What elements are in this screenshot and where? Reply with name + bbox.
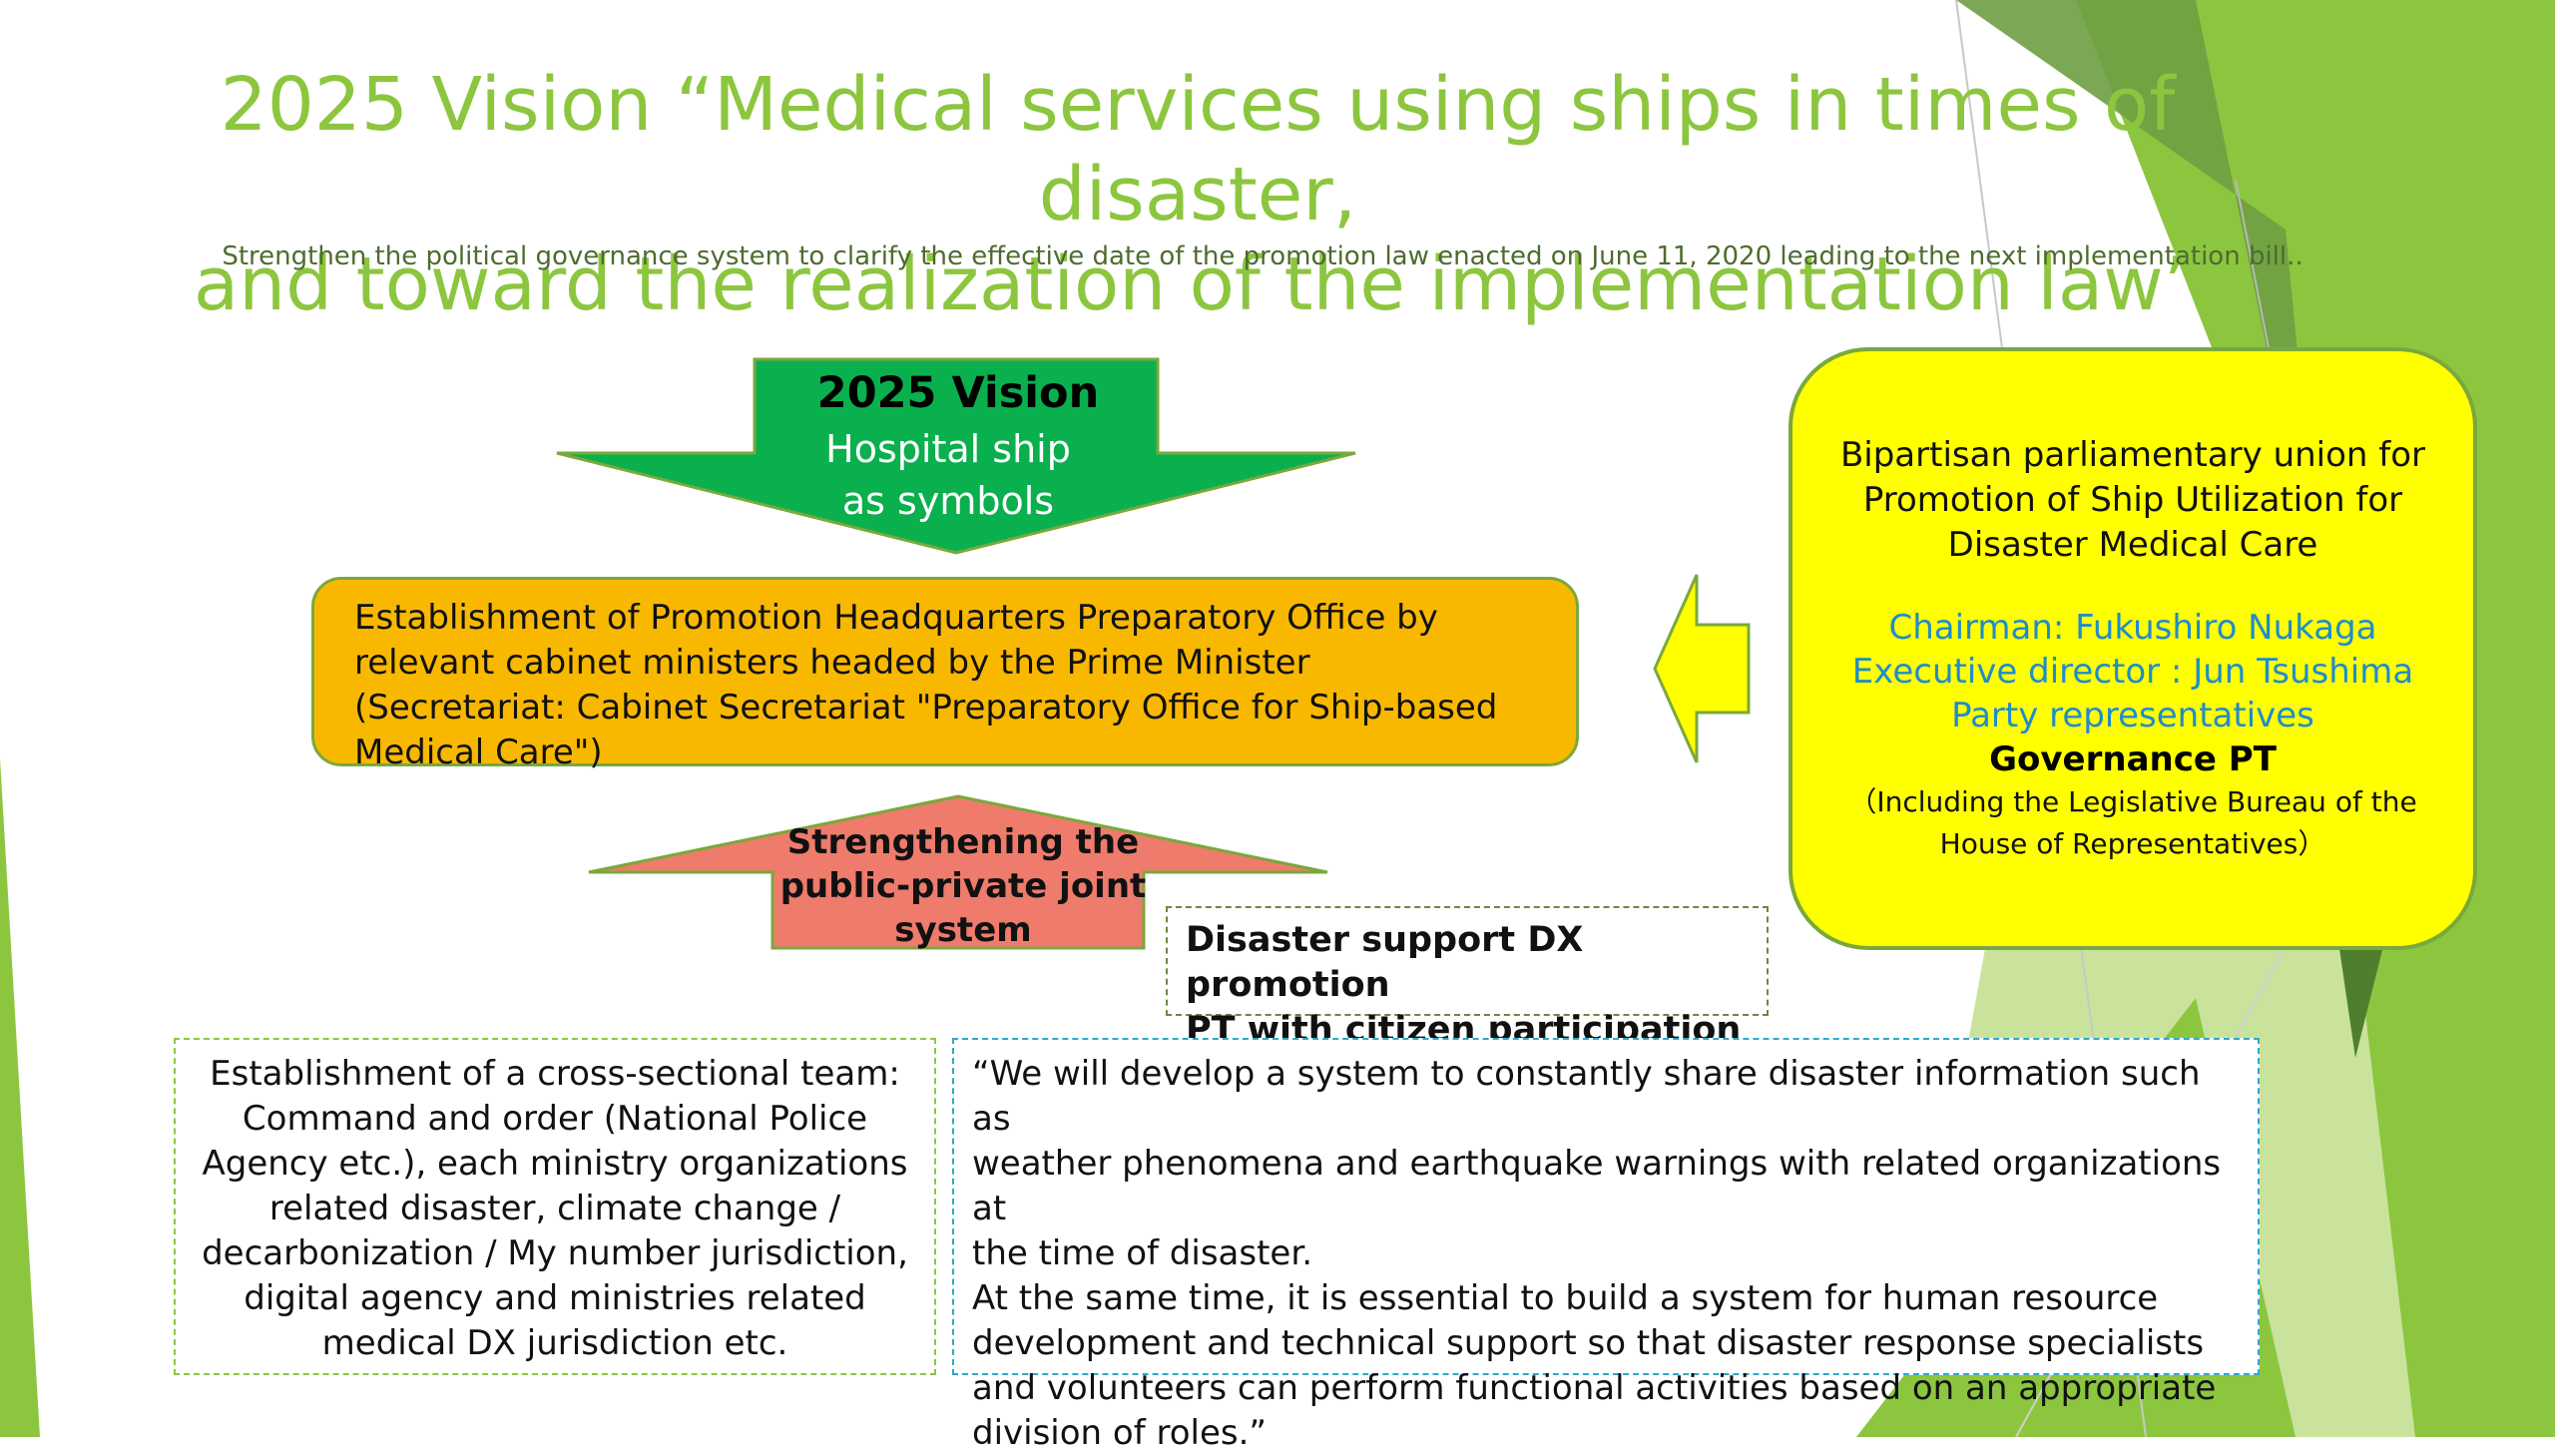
bg-dark-green-band [1956,0,2325,639]
dx-promotion-box: Disaster support DX promotion PT with ci… [1166,906,1769,1050]
union-executive-director: Executive director : Jun Tsushima [1851,652,2414,692]
strength-line-1: Strengthening the [786,822,1140,862]
vision-arrow-subtitle: Hospital ship as symbols [759,423,1138,527]
vision-arrow-line-1: Hospital ship [825,427,1071,471]
cross-sectional-team-box: Establishment of a cross-sectional team:… [174,1038,936,1375]
team-line-1: Establishment of a cross-sectional team: [210,1054,900,1094]
union-chairman: Chairman: Fukushiro Nukaga [1888,608,2377,648]
strength-arrow-text: Strengthening the public-private joint s… [768,820,1158,952]
slide-title-line-1: 2025 Vision “Medical services using ship… [220,62,2176,238]
union-governance-pt: Governance PT [1989,739,2277,779]
quote-line-6: and volunteers can perform functional ac… [972,1368,2217,1408]
union-title-line-1: Bipartisan parliamentary union for [1839,435,2426,475]
quote-line-4: At the same time, it is essential to bui… [972,1278,2159,1318]
vision-arrow-title: 2025 Vision [816,368,1100,418]
team-line-7: medical DX jurisdiction etc. [321,1323,788,1363]
union-party-representatives: Party representatives [1951,696,2314,735]
quote-line-2: weather phenomena and earthquake warning… [972,1144,2222,1228]
union-title-line-3: Disaster Medical Care [1947,525,2318,565]
team-line-2: Command and order (National Police [242,1099,868,1139]
hq-line-3: (Secretariat: Cabinet Secretariat "Prepa… [354,688,1498,728]
team-line-4: related disaster, climate change / [268,1189,841,1228]
slide-title: 2025 Vision “Medical services using ship… [160,60,2236,329]
quote-line-1: “We will develop a system to constantly … [972,1054,2201,1139]
vision-down-arrow [556,357,1356,555]
promotion-hq-box: Establishment of Promotion Headquarters … [311,577,1579,772]
quote-line-3: the time of disaster. [972,1233,1313,1273]
strength-up-arrow [588,794,1328,950]
quote-line-5: development and technical support so tha… [972,1323,2205,1363]
hq-line-2: relevant cabinet ministers headed by the… [354,643,1310,683]
quote-box: “We will develop a system to constantly … [952,1038,2260,1453]
quote-paragraph-1: “We will develop a system to constantly … [972,1052,2240,1276]
strength-line-2: public-private joint [779,866,1147,906]
hq-line-1: Establishment of Promotion Headquarters … [354,598,1438,638]
team-line-6: digital agency and ministries related [244,1278,866,1318]
bg-left-green-wedge [0,758,40,1437]
union-title-line-2: Promotion of Ship Utilization for [1862,480,2403,520]
strength-line-3: system [894,910,1032,950]
quote-paragraph-2: At the same time, it is essential to bui… [972,1276,2240,1456]
quote-line-7: division of roles.” [972,1413,1268,1453]
union-note-line-1: （Including the Legislative Bureau of the [1848,785,2417,818]
team-line-3: Agency etc.), each ministry organization… [202,1144,908,1184]
team-line-5: decarbonization / My number jurisdiction… [202,1233,908,1273]
parliamentary-union-box: Bipartisan parliamentary union for Promo… [1788,347,2477,950]
hq-line-4: Medical Care") [354,732,603,772]
dx-line-1: Disaster support DX promotion [1186,920,1584,1005]
union-note-line-2: House of Representatives） [1939,827,2326,860]
vision-arrow-line-2: as symbols [841,479,1055,523]
slide-subtitle: Strengthen the political governance syst… [222,242,2303,271]
slide-title-line-2: and toward the realization of the implem… [193,242,2203,327]
union-left-arrow [1653,574,1751,763]
